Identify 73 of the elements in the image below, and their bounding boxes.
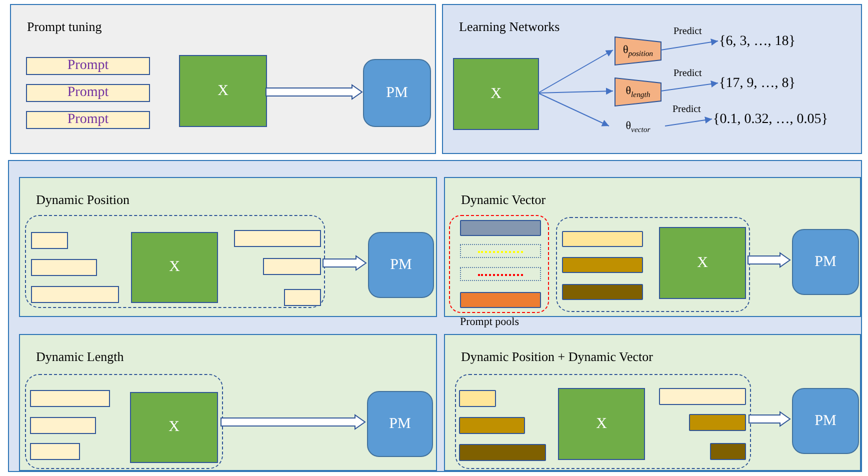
- panel: [444, 334, 861, 471]
- value-set: {0.1, 0.32, …, 0.05}: [713, 109, 863, 131]
- block-arrow: [266, 84, 363, 100]
- model-box: PM: [792, 388, 859, 454]
- block-arrow: [322, 255, 367, 271]
- trapezoid-block: θ$_{position}$: [614, 36, 662, 66]
- prompt-bar: [710, 443, 746, 460]
- node-label: Prompt pools: [460, 316, 519, 328]
- trapezoid-block: θ$_{length}$: [614, 77, 662, 107]
- dotted-prompt-box: [460, 267, 541, 281]
- edge-label: Predict: [672, 26, 704, 37]
- prompt-bar: [460, 292, 541, 308]
- edge-label: Predict: [672, 68, 704, 79]
- input-box: X: [558, 388, 645, 460]
- block-arrow: [220, 414, 366, 430]
- prompt-bar: [234, 230, 321, 247]
- model-box: PM: [368, 232, 434, 298]
- panel-title: Prompt tuning: [27, 19, 102, 35]
- dashed-group: [556, 217, 750, 312]
- model-box: PM: [792, 229, 859, 295]
- panel-title: Dynamic Length: [36, 349, 124, 365]
- panel: [19, 177, 437, 317]
- model-box: PM: [363, 59, 431, 127]
- prompt-box: Prompt: [26, 84, 150, 102]
- arrow: [538, 92, 610, 126]
- input-box: X: [453, 58, 539, 130]
- prompt-bar: [263, 258, 321, 275]
- prompt-bar: [659, 388, 746, 405]
- prompt-bar: [30, 443, 80, 460]
- panel: [10, 4, 436, 154]
- panel-title: Dynamic Vector: [461, 192, 546, 208]
- panel: [442, 4, 862, 154]
- prompt-bar: [689, 414, 746, 431]
- input-box: X: [130, 392, 218, 463]
- dashed-group: [455, 374, 751, 469]
- value-set: {17, 9, …, 8}: [719, 73, 829, 95]
- outer-panel: [8, 160, 862, 472]
- panel: [19, 334, 437, 471]
- arrow: [664, 116, 712, 126]
- input-box: X: [179, 55, 267, 127]
- arrow: [538, 50, 614, 94]
- input-box: X: [659, 227, 746, 299]
- dashed-group: [25, 374, 223, 469]
- edge-label: Predict: [670, 104, 703, 115]
- prompt-bar: [562, 231, 643, 247]
- value-set: {6, 3, …, 18}: [719, 31, 829, 53]
- prompt-bar: [562, 284, 643, 300]
- prompt-bar: [30, 390, 110, 407]
- prompt-bar: [31, 232, 68, 249]
- prompt-box: Prompt: [26, 57, 150, 75]
- prompt-bar: [284, 289, 321, 306]
- dotted-prompt-box: [460, 244, 541, 258]
- prompt-bar: [31, 259, 97, 276]
- prompt-bar: [562, 257, 643, 273]
- arrow: [660, 38, 718, 50]
- input-box: X: [131, 232, 218, 303]
- panel-title: Dynamic Position + Dynamic Vector: [461, 349, 653, 365]
- prompt-bar: [31, 286, 119, 303]
- arrow: [538, 88, 614, 95]
- prompt-bar: [459, 390, 496, 407]
- prompt-bar: [459, 417, 525, 434]
- block-arrow: [748, 252, 791, 268]
- prompt-bar: [459, 444, 546, 461]
- dashed-group: [25, 215, 325, 308]
- parameter-label: θ$_{vector}$: [610, 117, 666, 137]
- panel-title: Dynamic Position: [36, 192, 130, 208]
- prompt-bar: [30, 417, 96, 434]
- block-arrow: [748, 411, 791, 427]
- model-box: PM: [367, 391, 433, 457]
- prompt-bar: [460, 220, 541, 236]
- arrow: [660, 80, 718, 92]
- prompt-box: Prompt: [26, 111, 150, 129]
- panel-title: Learning Networks: [459, 19, 560, 35]
